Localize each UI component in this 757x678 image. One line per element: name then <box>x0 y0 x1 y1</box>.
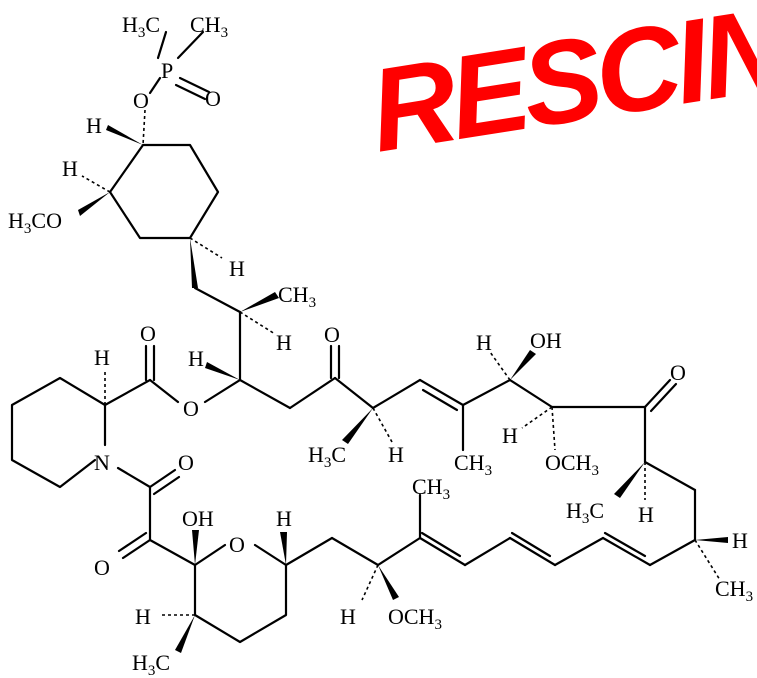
label-h-methoxy: H <box>502 423 518 448</box>
label-o-phosphoryl: O <box>205 86 221 111</box>
label-o-keto1: O <box>324 322 340 347</box>
label-h-carbinol: H <box>476 330 492 355</box>
label-h3co-left: H3CO <box>8 208 62 237</box>
pyran-ring <box>148 530 288 653</box>
label-o-diketo: O <box>94 555 110 580</box>
side-chain-bonds <box>193 286 279 404</box>
label-ch3-lower: CH3 <box>412 474 450 503</box>
cyclohexane-ring <box>78 125 223 288</box>
label-h-far: H <box>732 528 748 553</box>
label-o-keto2: O <box>670 360 686 385</box>
label-nitrogen: N <box>94 450 110 475</box>
label-h-right: H <box>638 502 654 527</box>
label-h-ring2: H <box>62 156 78 181</box>
label-ch3-mid: CH3 <box>454 450 492 479</box>
label-h-cyclohexyl: H <box>229 256 245 281</box>
label-phosphorus: P <box>161 58 173 83</box>
macrocycle-lower-bonds <box>284 493 697 601</box>
piperidine-and-dicarbonyl <box>10 344 181 560</box>
phosphinate-bonds <box>142 30 211 146</box>
label-oh-1: OH <box>530 328 562 353</box>
label-ch3-side: CH3 <box>278 282 316 311</box>
label-h3c-mid: H3C <box>308 442 346 471</box>
label-ch3-top: CH3 <box>190 12 228 41</box>
label-h3c-top: H3C <box>122 12 160 41</box>
label-h-pyran: H <box>276 506 292 531</box>
atom-labels: H3C CH3 P O O H H H3CO H CH3 H O H H O O… <box>8 12 753 678</box>
label-h-ring1: H <box>86 113 102 138</box>
label-o-ester: O <box>183 396 199 421</box>
label-h3c-right: H3C <box>566 498 604 527</box>
label-o-acid: O <box>140 321 156 346</box>
banner-title: RESCIN <box>361 0 757 178</box>
label-o-pyran: O <box>229 532 245 557</box>
label-h-ester: H <box>188 346 204 371</box>
label-och3-mid: OCH3 <box>545 450 599 479</box>
label-och3-bottom: OCH3 <box>388 604 442 633</box>
label-oh-2: OH <box>182 506 214 531</box>
label-h-pipecolic: H <box>94 345 110 370</box>
macrocycle-upper-bonds <box>238 344 728 581</box>
label-o-phosphinate: O <box>133 88 149 113</box>
label-ch3-far: CH3 <box>715 576 753 605</box>
label-h-bottom1: H <box>135 604 151 629</box>
label-h-mid: H <box>388 442 404 467</box>
label-h3c-bottom: H3C <box>132 650 170 678</box>
label-h-bottom2: H <box>340 604 356 629</box>
label-h-side: H <box>276 330 292 355</box>
label-o-amide: O <box>178 450 194 475</box>
